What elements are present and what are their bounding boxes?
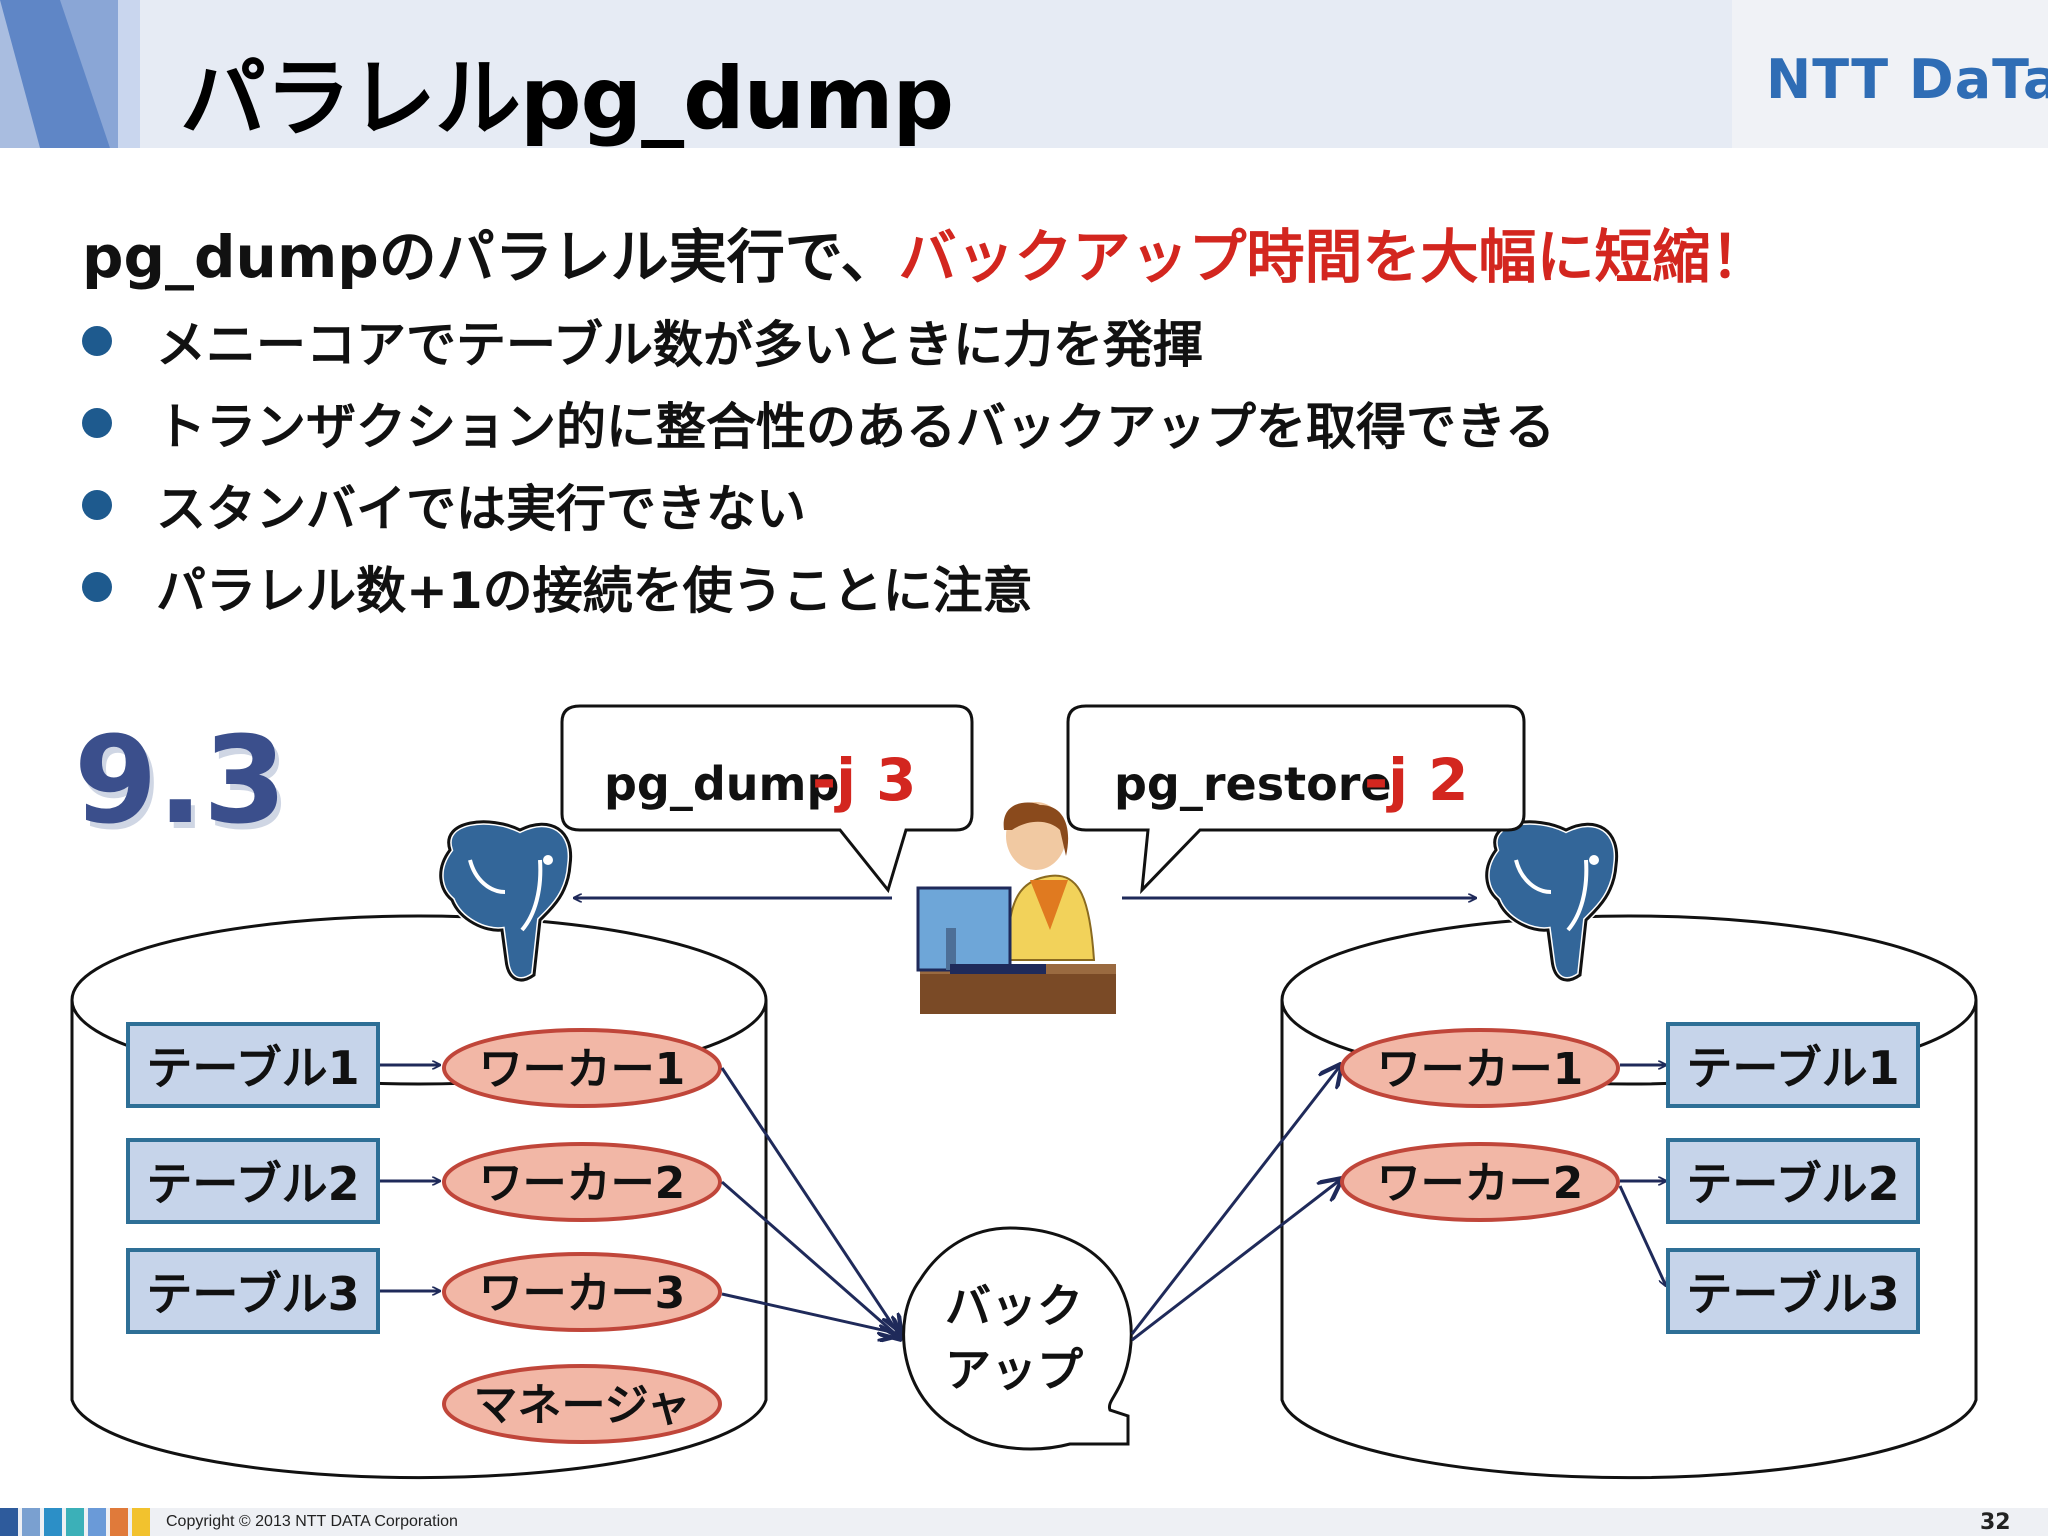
company-logo: NTT DaTa <box>1766 48 2048 111</box>
left-worker-oval: ワーカー3 <box>442 1252 722 1332</box>
footer-bar <box>0 1508 2048 1536</box>
page-number: 32 <box>1980 1510 2011 1535</box>
pg-dump-callout: pg_dump -j 3 <box>560 704 974 894</box>
postgresql-elephant-icon <box>1483 818 1620 983</box>
bullet-dot-icon <box>82 490 112 520</box>
footer-color-square <box>88 1508 106 1536</box>
pg-restore-option: -j 2 <box>1364 746 1469 814</box>
bullet-item: スタンバイでは実行できない <box>82 464 1555 546</box>
bullet-dot-icon <box>82 572 112 602</box>
footer-color-square <box>44 1508 62 1536</box>
svg-text:テーブル2: テーブル2 <box>1686 1157 1899 1211</box>
left-worker-oval: ワーカー2 <box>442 1142 722 1222</box>
svg-text:ワーカー1: ワーカー1 <box>1377 1044 1584 1095</box>
bullet-dot-icon <box>82 326 112 356</box>
bullet-item: パラレル数+1の接続を使うことに注意 <box>82 546 1555 628</box>
arrow-worker-to-backup <box>721 1180 900 1338</box>
svg-text:バック: バック <box>945 1279 1083 1333</box>
backup-file-bubble: バック アップ <box>902 1226 1133 1451</box>
arrow-worker-to-backup <box>720 1067 900 1336</box>
svg-text:ワーカー2: ワーカー2 <box>1377 1158 1584 1209</box>
bullet-item: トランザクション的に整合性のあるバックアップを取得できる <box>82 382 1555 464</box>
headline-highlight: バックアップ時間を大幅に短縮！ <box>898 223 1769 291</box>
svg-text:ワーカー3: ワーカー3 <box>479 1268 686 1319</box>
slide-header <box>0 0 2048 148</box>
svg-text:テーブル2: テーブル2 <box>146 1157 359 1211</box>
arrow-worker-to-backup <box>721 1292 900 1334</box>
footer-color-square <box>0 1508 18 1536</box>
pg-dump-command: pg_dump <box>604 757 839 811</box>
left-table-box: テーブル1 <box>126 1022 380 1108</box>
header-decoration <box>0 0 140 148</box>
right-worker-oval: ワーカー1 <box>1340 1028 1620 1108</box>
headline: pg_dumpのパラレル実行で、バックアップ時間を大幅に短縮！ <box>82 210 1769 294</box>
arrow-worker-to-table <box>1618 1185 1666 1286</box>
svg-text:テーブル3: テーブル3 <box>146 1267 359 1321</box>
slide-title: パラレルpg_dump <box>180 49 954 149</box>
footer-color-square <box>66 1508 84 1536</box>
footer-color-square <box>132 1508 150 1536</box>
header-logo-area <box>1732 0 2048 148</box>
bullet-list: メニーコアでテーブル数が多いときに力を発揮 トランザクション的に整合性のあるバッ… <box>82 300 1555 628</box>
left-table-box: テーブル2 <box>126 1138 380 1224</box>
svg-text:ワーカー1: ワーカー1 <box>479 1044 686 1095</box>
pg-restore-callout: pg_restore -j 2 <box>1066 704 1526 895</box>
footer-color-square <box>22 1508 40 1536</box>
manager-oval: マネージャ <box>442 1364 722 1444</box>
arrow-backup-to-worker <box>1130 1066 1340 1335</box>
right-table-box: テーブル1 <box>1666 1022 1920 1108</box>
svg-text:テーブル1: テーブル1 <box>1686 1041 1899 1095</box>
svg-text:ワーカー2: ワーカー2 <box>479 1158 686 1209</box>
svg-text:アップ: アップ <box>945 1343 1083 1397</box>
svg-text:マネージャ: マネージャ <box>474 1380 691 1431</box>
left-table-box: テーブル3 <box>126 1248 380 1334</box>
right-table-box: テーブル3 <box>1666 1248 1920 1334</box>
svg-text:テーブル1: テーブル1 <box>146 1041 359 1095</box>
pg-dump-option: -j 3 <box>812 746 917 814</box>
version-badge-shadow: 9.3 <box>78 718 291 857</box>
footer-color-square <box>110 1508 128 1536</box>
pg-restore-command: pg_restore <box>1114 757 1392 811</box>
right-table-box: テーブル2 <box>1666 1138 1920 1224</box>
svg-text:テーブル3: テーブル3 <box>1686 1267 1899 1321</box>
left-worker-oval: ワーカー1 <box>442 1028 722 1108</box>
operator-at-desk-icon <box>916 802 1116 1014</box>
copyright-text: Copyright © 2013 NTT DATA Corporation <box>166 1513 458 1530</box>
bullet-dot-icon <box>82 408 112 438</box>
postgresql-elephant-icon <box>437 818 574 983</box>
arrow-backup-to-worker <box>1131 1180 1340 1342</box>
bullet-item: メニーコアでテーブル数が多いときに力を発揮 <box>82 300 1555 382</box>
version-badge: 9.3 <box>74 712 287 851</box>
right-worker-oval: ワーカー2 <box>1340 1142 1620 1222</box>
headline-prefix: pg_dumpのパラレル実行で、 <box>82 223 899 291</box>
